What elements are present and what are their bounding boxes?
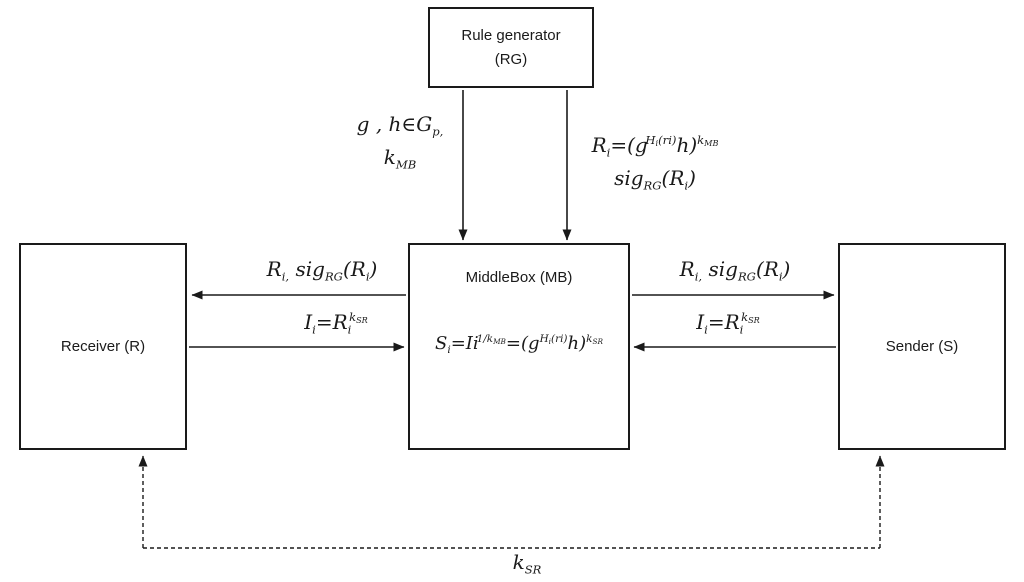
middlebox-title: MiddleBox (MB): [465, 269, 573, 286]
node-rule-generator: Rule generator (RG): [428, 7, 594, 88]
sender-label: Sender (S): [885, 337, 959, 355]
node-middlebox: MiddleBox (MB) Si=Ii1/kMB=(gHi(ri)h)kSR: [408, 243, 630, 450]
rule-generator-label: Rule generator (RG): [461, 24, 560, 71]
edge-label-sender-to-mb: Ii=RikSR: [696, 310, 760, 337]
edge-label-rg-rule: Ri=(gHi(ri)h)kMB sigRG(Ri): [570, 133, 740, 193]
rg-rule-line1: Ri=(gHi(ri)h)kMB: [591, 133, 719, 160]
rule-generator-label-line1: Rule generator: [461, 27, 561, 45]
rule-generator-label-line2: (RG): [494, 50, 528, 68]
rg-rule-line2: sigRG(Ri): [614, 166, 696, 193]
node-sender: Sender (S): [838, 243, 1006, 450]
middlebox-formula: Si=Ii1/kMB=(gHi(ri)h)kSR: [435, 333, 603, 357]
edge-label-shared-key: kSR: [512, 550, 542, 577]
rg-params-line1: g , h∈Gp,: [356, 112, 444, 139]
edge-label-mb-to-sender: Ri, sigRG(Ri): [679, 257, 791, 284]
edge-label-rg-params: g , h∈Gp, kMB: [340, 112, 460, 172]
edge-label-mb-to-receiver: Ri, sigRG(Ri): [266, 257, 378, 284]
edge-label-receiver-to-mb: Ii=RikSR: [304, 310, 368, 337]
rg-params-line2: kMB: [383, 145, 417, 172]
node-receiver: Receiver (R): [19, 243, 187, 450]
receiver-label: Receiver (R): [60, 337, 146, 355]
